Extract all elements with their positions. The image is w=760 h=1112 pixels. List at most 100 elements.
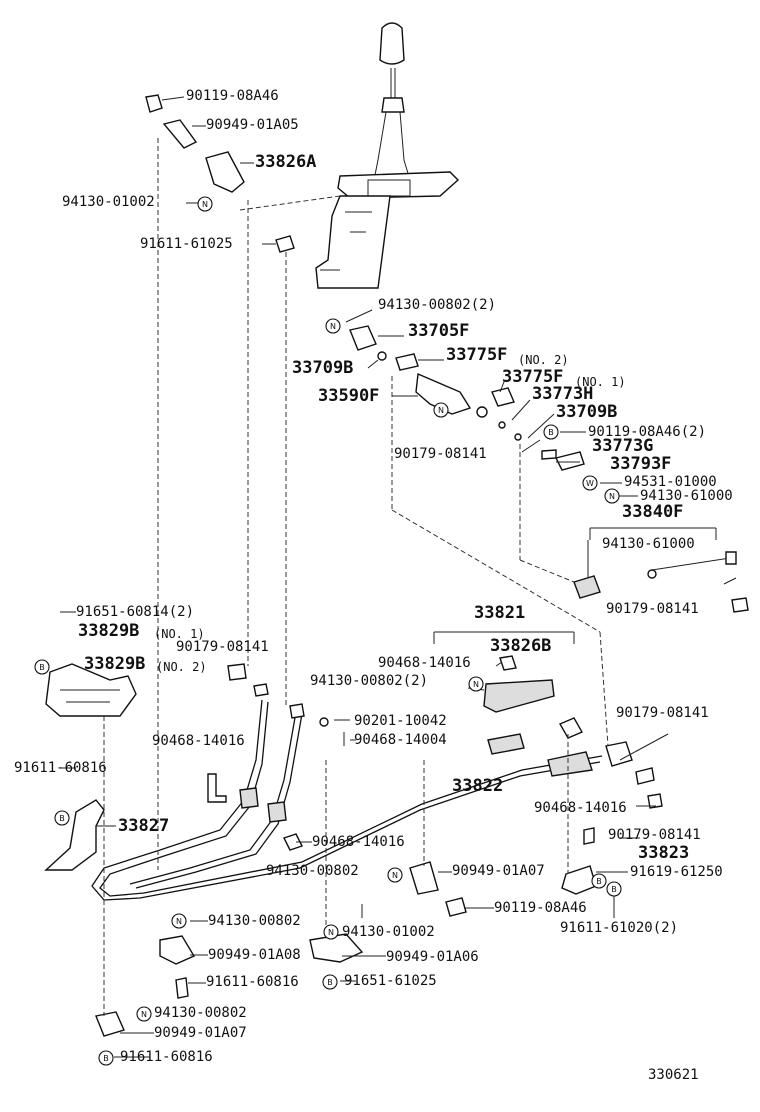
part-ref-label: 33793F (610, 454, 672, 474)
bolt-symbol: B (98, 1050, 114, 1066)
part-label: 94130-61000 (602, 536, 695, 552)
bolt-symbol: B (322, 974, 338, 990)
svg-text:B: B (103, 1054, 109, 1063)
part-label: 94531-01000 (624, 474, 717, 490)
upper-bracket-parts (145, 94, 295, 253)
shift-lever-assembly (315, 22, 460, 289)
nut-symbol: N (136, 1006, 152, 1022)
part-label: 91611-60816 (120, 1049, 213, 1065)
svg-text:B: B (611, 885, 617, 894)
part-ref-label: 33773G (592, 436, 654, 456)
svg-text:N: N (473, 680, 479, 689)
svg-text:N: N (330, 322, 336, 331)
part-ref-label: 33829B (78, 621, 140, 641)
part-label: 94130-00802 (208, 913, 301, 929)
bolt-symbol: B (54, 810, 70, 826)
part-ref-label: 33826B (490, 636, 552, 656)
svg-text:B: B (596, 877, 602, 886)
svg-text:N: N (392, 871, 398, 880)
svg-text:B: B (59, 814, 65, 823)
bolt-symbol: B (606, 881, 622, 897)
part-label: 94130-61000 (640, 488, 733, 504)
nut-symbol: N (387, 867, 403, 883)
svg-text:B: B (548, 428, 554, 437)
part-label: 90179-08141 (176, 639, 269, 655)
svg-text:N: N (141, 1010, 147, 1019)
bolt-symbol: B (34, 659, 50, 675)
part-label: 90949-01A05 (206, 117, 299, 133)
part-label: 91651-60814(2) (76, 604, 195, 620)
part-ref-label: 33709B (556, 402, 618, 422)
part-label: 90179-08141 (616, 705, 709, 721)
part-label: 90468-14016 (534, 800, 627, 816)
part-note: (NO. 1) (575, 375, 626, 389)
part-label: 94130-00802 (154, 1005, 247, 1021)
nut-symbol: N (197, 196, 213, 212)
bolt-symbol: B (543, 424, 559, 440)
nut-symbol: N (604, 488, 620, 504)
washer-symbol: W (582, 475, 598, 491)
svg-text:N: N (609, 492, 615, 501)
nut-symbol: N (323, 924, 339, 940)
shift-cables (91, 663, 633, 901)
svg-text:B: B (327, 978, 333, 987)
svg-text:B: B (39, 663, 45, 672)
part-ref-label: 33773H (532, 384, 594, 404)
part-label: 90179-08141 (394, 446, 487, 462)
part-label: 90949-01A07 (452, 863, 545, 879)
part-label: 90468-14004 (354, 732, 447, 748)
part-ref-label: 33829B (84, 654, 146, 674)
part-note: (NO. 1) (154, 627, 205, 641)
nut-symbol: N (325, 318, 341, 334)
part-label: 90119-08A46 (186, 88, 279, 104)
part-ref-label: 33775F (502, 367, 564, 387)
part-label: 91611-60816 (206, 974, 299, 990)
part-label: 90949-01A08 (208, 947, 301, 963)
nut-symbol: N (433, 402, 449, 418)
33826b-bracket (433, 631, 575, 713)
part-ref-label: 33705F (408, 321, 470, 341)
part-note: (NO. 2) (518, 353, 569, 367)
part-label: 90468-14016 (152, 733, 245, 749)
lower-clamp-parts (95, 661, 669, 1058)
33840f-assembly (573, 527, 749, 613)
fastener-symbols: N N N B W N B N B N B B N N B N B (34, 196, 622, 1066)
part-label: 94130-00802(2) (378, 297, 497, 313)
linkage-parts (345, 309, 638, 500)
part-label: 90119-08A46 (494, 900, 587, 916)
part-label: 90949-01A06 (386, 949, 479, 965)
part-label: 90949-01A07 (154, 1025, 247, 1041)
part-label: 91651-61025 (344, 973, 437, 989)
part-ref-label: 33590F (318, 386, 380, 406)
bolt-symbol: B (591, 873, 607, 889)
part-label: 94130-00802(2) (310, 673, 429, 689)
part-label: 91611-60816 (14, 760, 107, 776)
part-label: 90179-08141 (606, 601, 699, 617)
svg-text:W: W (586, 479, 594, 488)
part-label: 94130-01002 (62, 194, 155, 210)
part-label: 90468-14016 (378, 655, 471, 671)
part-ref-label: 33826A (255, 152, 317, 172)
figure-number: 330621 (648, 1067, 699, 1083)
part-ref-label: 33775F (446, 345, 508, 365)
part-note: (NO. 2) (156, 660, 207, 674)
alignment-lines (103, 138, 609, 1016)
part-ref-label: 33821 (474, 603, 526, 623)
part-ref-label: 33709B (292, 358, 354, 378)
svg-text:N: N (438, 406, 444, 415)
part-ref-label: 33840F (622, 502, 684, 522)
part-label: 90179-08141 (608, 827, 701, 843)
part-label: 94130-00802 (266, 863, 359, 879)
part-label: 90201-10042 (354, 713, 447, 729)
part-label: 90468-14016 (312, 834, 405, 850)
part-label: 90119-08A46(2) (588, 424, 707, 440)
svg-text:N: N (176, 917, 182, 926)
nut-symbol: N (171, 913, 187, 929)
part-label: 91611-61020(2) (560, 920, 679, 936)
part-label: 91611-61025 (140, 236, 233, 252)
nut-symbol: N (468, 676, 484, 692)
svg-text:N: N (328, 928, 334, 937)
part-ref-label: 33823 (638, 843, 690, 863)
